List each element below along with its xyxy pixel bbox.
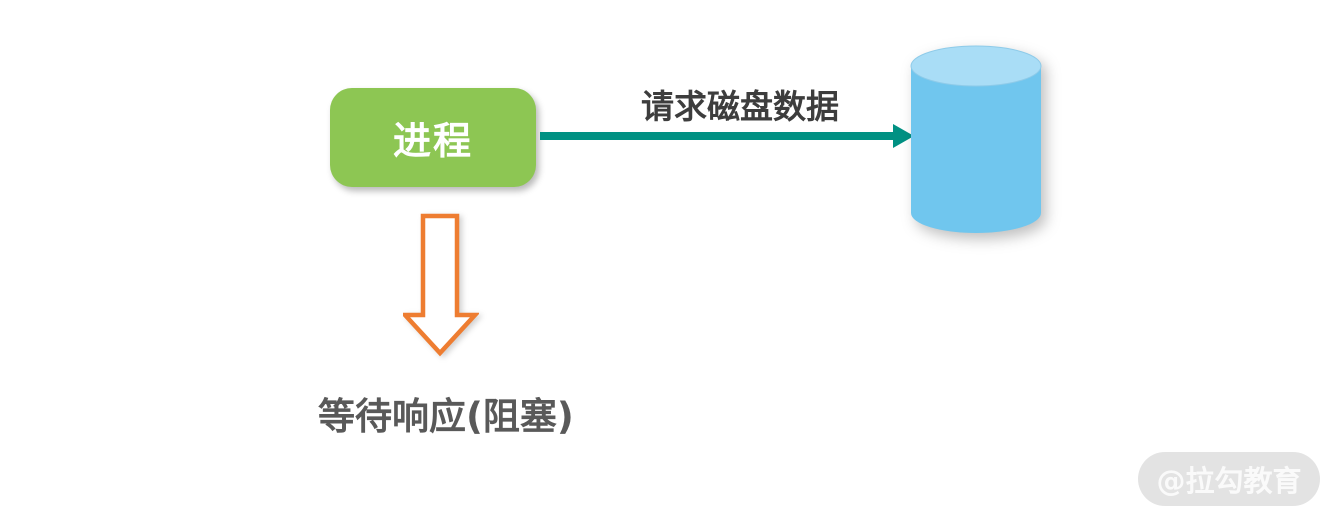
wait-label: 等待响应(阻塞) (318, 395, 574, 438)
process-label: 进程 (392, 119, 473, 163)
process-node: 进程 (330, 88, 536, 187)
request-arrow-line (540, 132, 895, 140)
request-arrow-label: 请求磁盘数据 (641, 87, 839, 126)
watermark-text: @拉勾教育 (1156, 464, 1302, 498)
disk-cylinder-icon (910, 45, 1042, 233)
down-arrow-icon (403, 213, 479, 357)
arrow-right-icon (893, 124, 914, 148)
watermark-badge: @拉勾教育 (1138, 452, 1320, 506)
disk-cylinder-top (910, 45, 1042, 87)
disk-cylinder-body (911, 66, 1041, 233)
